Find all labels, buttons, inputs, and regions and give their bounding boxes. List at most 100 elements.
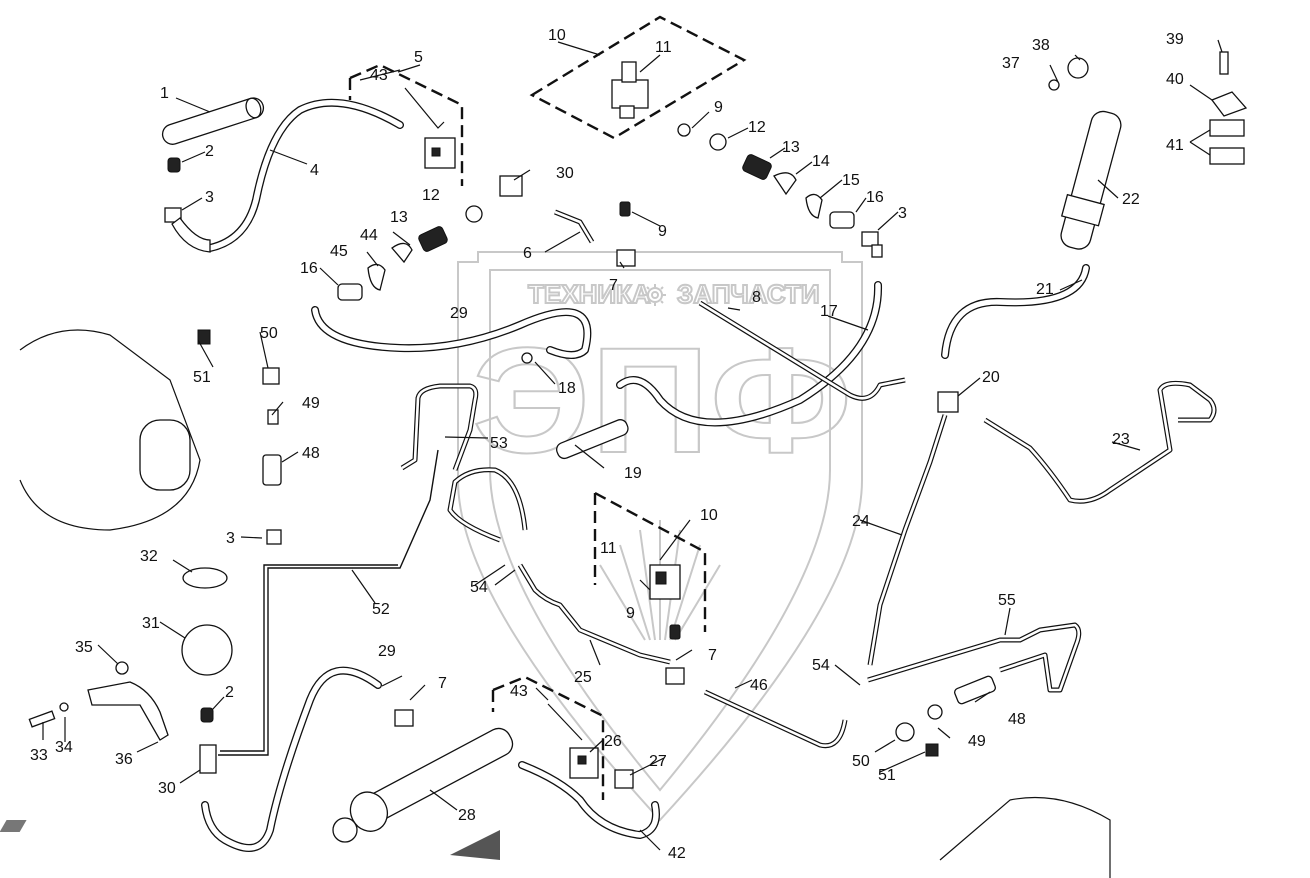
part-3-elbow bbox=[164, 207, 211, 253]
callout-14: 14 bbox=[812, 153, 830, 170]
part-9-adapter-mid bbox=[619, 201, 631, 217]
callout-7: 7 bbox=[438, 675, 447, 692]
callout-48: 48 bbox=[1008, 711, 1026, 728]
part-48-filter bbox=[262, 454, 282, 486]
tube-55 bbox=[867, 622, 1082, 693]
callout-9: 9 bbox=[714, 99, 723, 116]
watermark-left-word: ТЕХНИКА bbox=[528, 279, 651, 309]
part-51-nipple-right bbox=[925, 743, 939, 757]
part-41-clamp-lower bbox=[1209, 147, 1245, 165]
callout-32: 32 bbox=[140, 548, 158, 565]
tube-52 bbox=[218, 449, 439, 756]
part-49-adapter bbox=[267, 409, 279, 425]
callout-3: 3 bbox=[898, 205, 907, 222]
part-27-nut bbox=[614, 769, 634, 789]
part-14-dust-cap bbox=[773, 172, 797, 196]
callout-34: 34 bbox=[55, 739, 73, 756]
part-18-washer bbox=[521, 352, 533, 364]
leader-lines bbox=[42, 39, 1223, 851]
part-12-nut-left bbox=[465, 205, 483, 223]
part-45-dust-cap bbox=[367, 263, 386, 291]
direction-arrow bbox=[450, 830, 500, 860]
tube-24 bbox=[867, 414, 948, 666]
callout-55: 55 bbox=[998, 592, 1016, 609]
callout-17: 17 bbox=[820, 303, 838, 320]
part-20-cross bbox=[937, 391, 959, 413]
callout-40: 40 bbox=[1166, 71, 1184, 88]
callout-26: 26 bbox=[604, 733, 622, 750]
callout-31: 31 bbox=[142, 615, 160, 632]
callout-2: 2 bbox=[205, 143, 214, 160]
drive-motor-left bbox=[19, 329, 201, 531]
hose-4 bbox=[206, 98, 404, 252]
part-51-nipple bbox=[197, 329, 211, 345]
part-40-plate bbox=[1210, 91, 1248, 117]
part-valve-block-upper bbox=[404, 87, 456, 169]
part-35-nut bbox=[115, 661, 129, 675]
callout-16: 16 bbox=[866, 189, 884, 206]
callout-27: 27 bbox=[649, 753, 667, 770]
part-11-solenoid-valve bbox=[611, 61, 649, 119]
callout-4: 4 bbox=[310, 162, 319, 179]
part-9-adapter-lower bbox=[669, 624, 681, 640]
callout-8: 8 bbox=[752, 289, 761, 306]
group-box-43-bottom bbox=[492, 675, 605, 800]
hose-29-top bbox=[311, 306, 592, 359]
part-22-cylinder bbox=[1060, 110, 1122, 250]
part-38-nut bbox=[1067, 57, 1089, 79]
callout-39: 39 bbox=[1166, 31, 1184, 48]
hose-21 bbox=[941, 264, 1090, 359]
part-3-elbow-right bbox=[861, 231, 883, 258]
callout-43: 43 bbox=[370, 67, 388, 84]
callout-1: 1 bbox=[160, 85, 169, 102]
gear-icon bbox=[644, 284, 666, 306]
callout-11: 11 bbox=[600, 540, 617, 557]
part-30-tee bbox=[499, 175, 523, 197]
part-2-nipple bbox=[167, 157, 181, 173]
watermark-right-word: ЗАПЧАСТИ bbox=[677, 279, 820, 309]
callout-49: 49 bbox=[968, 733, 986, 750]
callout-11: 11 bbox=[655, 39, 672, 56]
callout-48: 48 bbox=[302, 445, 320, 462]
callout-29: 29 bbox=[378, 643, 396, 660]
callout-45: 45 bbox=[330, 243, 348, 260]
part-valve-block-lower bbox=[547, 703, 599, 779]
hose-17 bbox=[616, 281, 883, 427]
callout-54: 54 bbox=[812, 657, 830, 674]
watermark-shield bbox=[457, 251, 863, 822]
callout-13: 13 bbox=[782, 139, 800, 156]
callout-22: 22 bbox=[1122, 191, 1140, 208]
part-37-washer bbox=[1048, 79, 1060, 91]
callout-50: 50 bbox=[852, 753, 870, 770]
part-3-elbow-lower bbox=[266, 529, 282, 545]
part-34-washer bbox=[59, 702, 69, 712]
tube-8 bbox=[698, 300, 906, 401]
callout-21: 21 bbox=[1036, 281, 1054, 298]
part-30-tee-lower bbox=[199, 744, 217, 774]
callout-2: 2 bbox=[225, 684, 234, 701]
part-39-bolt bbox=[1219, 51, 1229, 75]
part-11-solenoid-valve-lower bbox=[649, 564, 681, 600]
callout-30: 30 bbox=[158, 780, 176, 797]
callout-42: 42 bbox=[668, 845, 686, 862]
part-50-elbow-right bbox=[895, 722, 915, 742]
part-2-nipple-lower bbox=[200, 707, 214, 723]
part-7-tee-left bbox=[394, 709, 414, 727]
callout-7: 7 bbox=[708, 647, 717, 664]
callout-9: 9 bbox=[626, 605, 635, 622]
tube-6 bbox=[554, 209, 595, 244]
callout-20: 20 bbox=[982, 369, 1000, 386]
callout-46: 46 bbox=[750, 677, 768, 694]
callout-3: 3 bbox=[226, 530, 235, 547]
callout-50: 50 bbox=[260, 325, 278, 342]
tube-25 bbox=[517, 563, 671, 665]
callout-51: 51 bbox=[878, 767, 896, 784]
callout-18: 18 bbox=[558, 380, 576, 397]
hatch-tile bbox=[0, 820, 27, 832]
callout-10: 10 bbox=[548, 27, 566, 44]
callout-5: 5 bbox=[414, 49, 423, 66]
callout-33: 33 bbox=[30, 747, 48, 764]
callout-54: 54 bbox=[470, 579, 488, 596]
part-48-filter-right bbox=[954, 675, 996, 705]
